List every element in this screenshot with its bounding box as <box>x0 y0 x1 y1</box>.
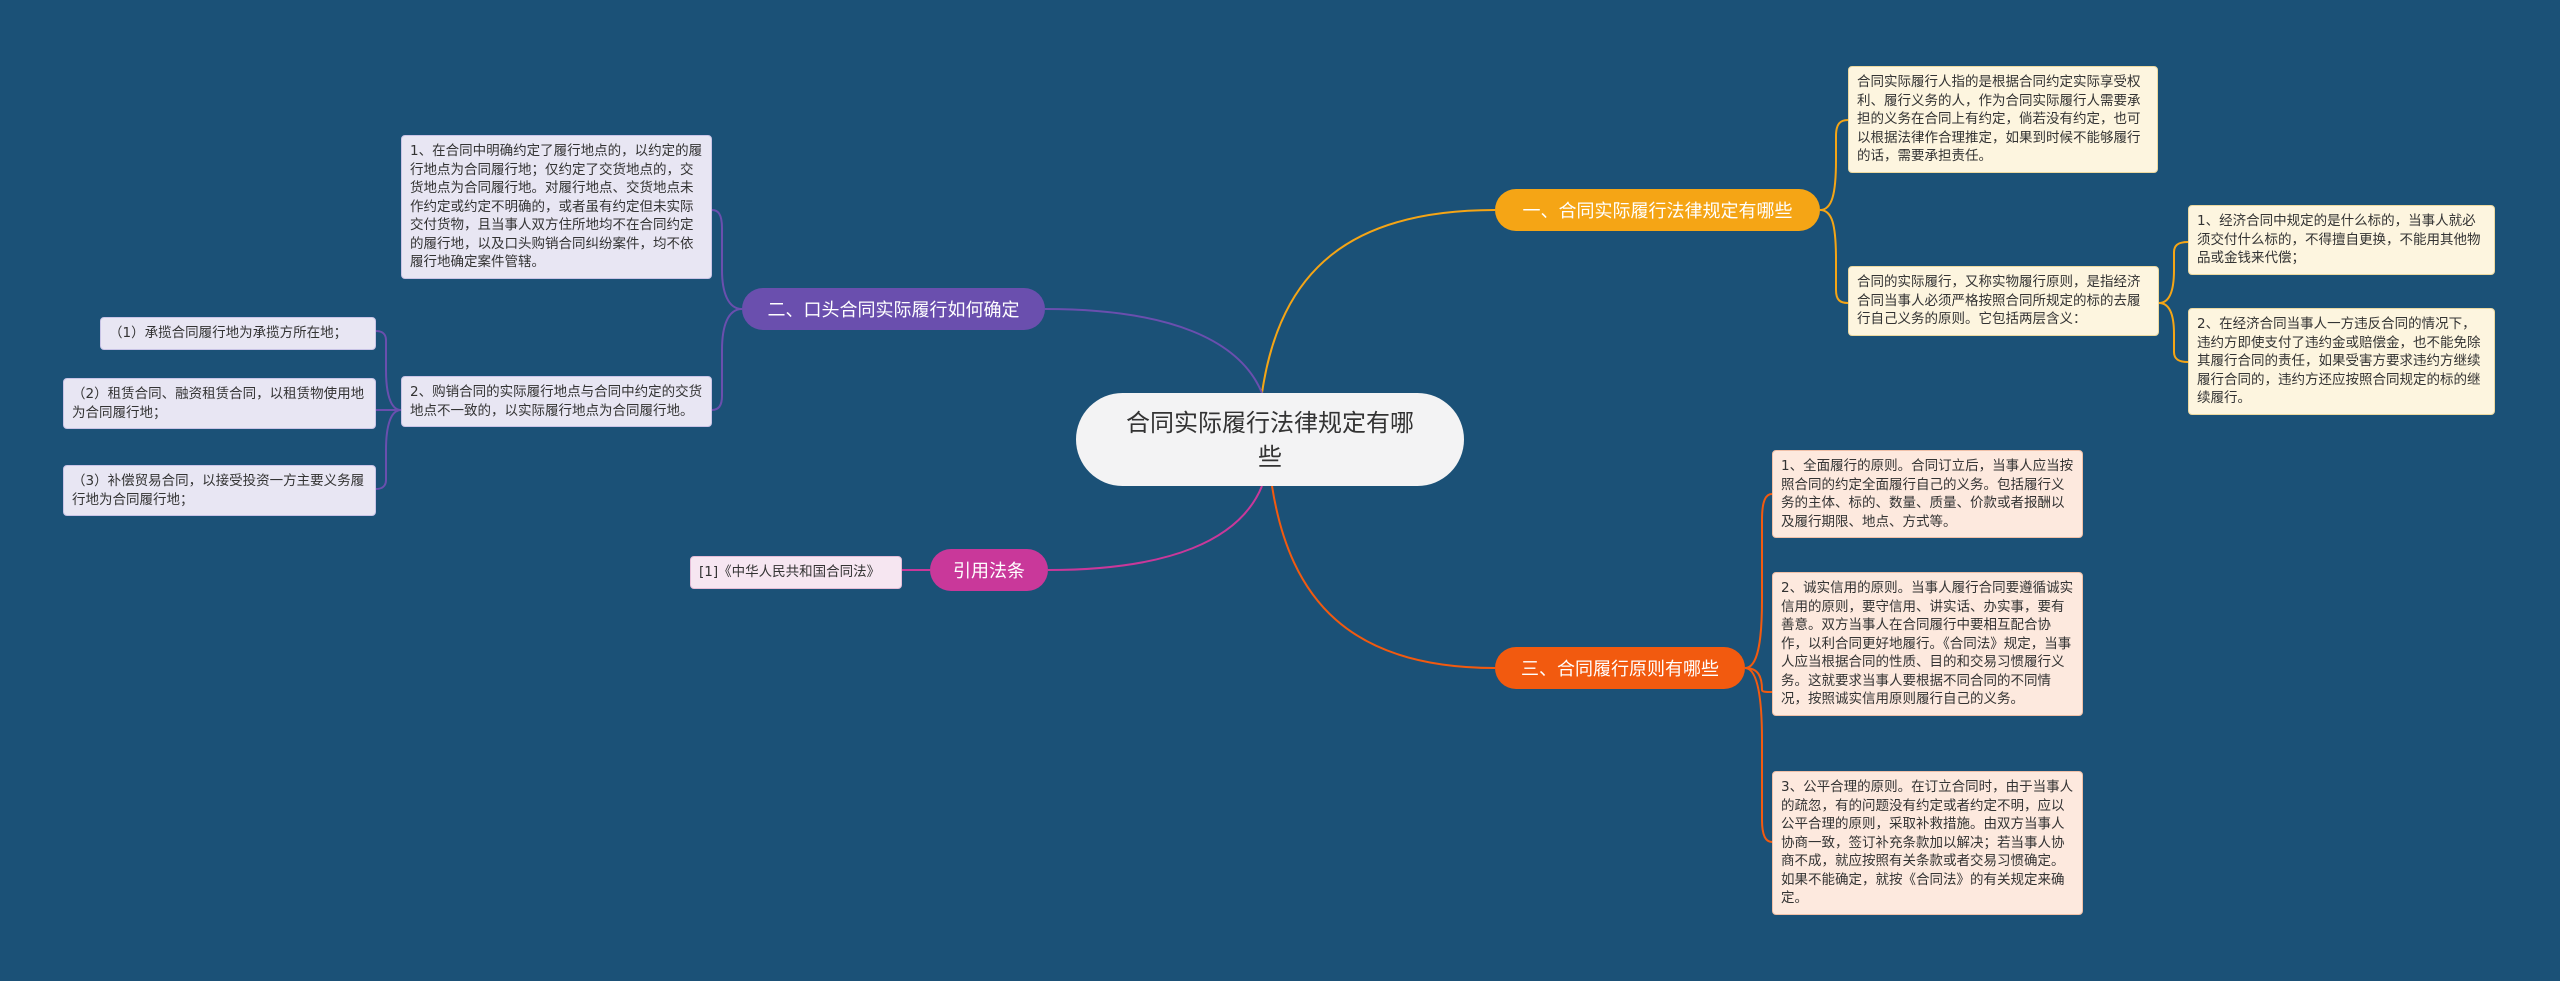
link-b2-sub2 <box>375 409 402 490</box>
link-root-b2 <box>1044 308 1263 394</box>
branch-3-item-3[interactable]: 3、公平合理的原则。在订立合同时，由于当事人的疏忽，有的问题没有约定或者约定不明… <box>1772 771 2083 915</box>
branch-4-topic[interactable]: 引用法条 <box>930 549 1048 591</box>
link-b3-item2 <box>1744 667 1773 843</box>
branch-3-item-2[interactable]: 2、诚实信用的原则。当事人履行合同要遵循诚实信用的原则，要守信用、讲实话、办实事… <box>1772 572 2083 716</box>
branch-1-sub-item-2[interactable]: 2、在经济合同当事人一方违反合同的情况下，违约方即使支付了违约金或赔偿金，也不能… <box>2188 308 2495 415</box>
branch-3-item-1[interactable]: 1、全面履行的原则。合同订立后，当事人应当按照合同的约定全面履行自己的义务。包括… <box>1772 450 2083 538</box>
link-b2-sub0 <box>375 330 402 411</box>
link-b2-item1 <box>711 308 743 411</box>
branch-2-label: 二、口头合同实际履行如何确定 <box>767 300 1020 321</box>
branch-4-label: 引用法条 <box>953 561 1025 582</box>
branch-1-label: 一、合同实际履行法律规定有哪些 <box>1522 201 1793 222</box>
branch-4-item-1[interactable]: [1]《中华人民共和国合同法》 <box>690 556 902 589</box>
branch-2-item-1[interactable]: 1、在合同中明确约定了履行地点的，以约定的履行地点为合同履行地；仅约定了交货地点… <box>401 135 712 279</box>
link-b1-item0 <box>1819 119 1849 211</box>
link-root-b4 <box>1047 485 1263 571</box>
branch-2-item-2[interactable]: 2、购销合同的实际履行地点与合同中约定的交货地点不一致的，以实际履行地点为合同履… <box>401 376 712 427</box>
link-b2-item0 <box>711 209 743 310</box>
link-b1-sub0 <box>2158 241 2189 304</box>
branch-2-sub-item-3[interactable]: （3）补偿贸易合同，以接受投资一方主要义务履行地为合同履行地； <box>63 465 376 516</box>
root-title: 合同实际履行法律规定有哪些 <box>1126 408 1414 471</box>
link-root-b1 <box>1261 209 1496 394</box>
branch-2-topic[interactable]: 二、口头合同实际履行如何确定 <box>742 288 1045 330</box>
branch-3-topic[interactable]: 三、合同履行原则有哪些 <box>1495 647 1745 689</box>
branch-1-topic[interactable]: 一、合同实际履行法律规定有哪些 <box>1495 189 1820 231</box>
root-topic[interactable]: 合同实际履行法律规定有哪些 <box>1076 393 1464 486</box>
branch-1-item-1[interactable]: 合同实际履行人指的是根据合同约定实际享受权利、履行义务的人，作为合同实际履行人需… <box>1848 66 2158 173</box>
branch-1-sub-item-1[interactable]: 1、经济合同中规定的是什么标的，当事人就必须交付什么标的，不得擅自更换，不能用其… <box>2188 205 2495 275</box>
link-b1-item1 <box>1819 209 1849 304</box>
branch-3-label: 三、合同履行原则有哪些 <box>1521 659 1719 680</box>
link-b1-sub1 <box>2158 302 2189 363</box>
branch-2-sub-item-2[interactable]: （2）租赁合同、融资租赁合同，以租赁物使用地为合同履行地； <box>63 378 376 429</box>
link-root-b3 <box>1271 485 1496 669</box>
branch-1-item-2[interactable]: 合同的实际履行，又称实物履行原则，是指经济合同当事人必须严格按照合同所规定的标的… <box>1848 266 2159 336</box>
link-b3-item1 <box>1744 667 1773 693</box>
branch-2-sub-item-1[interactable]: （1）承揽合同履行地为承揽方所在地； <box>100 317 376 350</box>
link-b3-item0 <box>1744 493 1773 669</box>
